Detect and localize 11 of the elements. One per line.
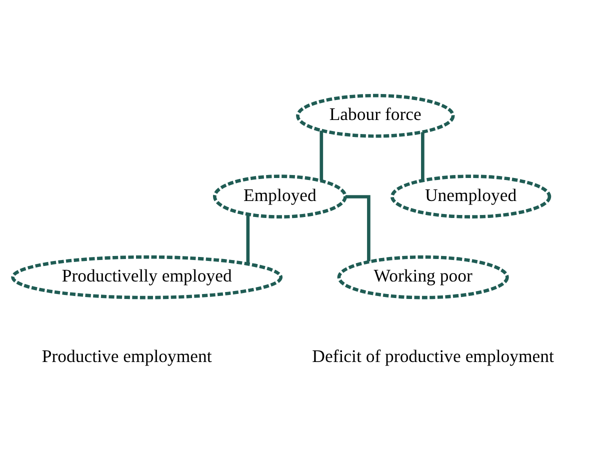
node-ellipse: Labour force bbox=[296, 93, 455, 138]
label: Deficit of productive employment bbox=[312, 345, 554, 366]
label: Productive employment bbox=[42, 345, 212, 366]
connector bbox=[345, 194, 370, 261]
node-ellipse: Unemployed bbox=[390, 174, 552, 218]
node-ellipse: Working poor bbox=[337, 254, 509, 299]
node-ellipse: Productivelly employed bbox=[11, 254, 283, 299]
connector bbox=[320, 130, 324, 180]
node-ellipse: Employed bbox=[213, 174, 347, 218]
connector bbox=[246, 214, 250, 264]
connector bbox=[421, 132, 424, 180]
